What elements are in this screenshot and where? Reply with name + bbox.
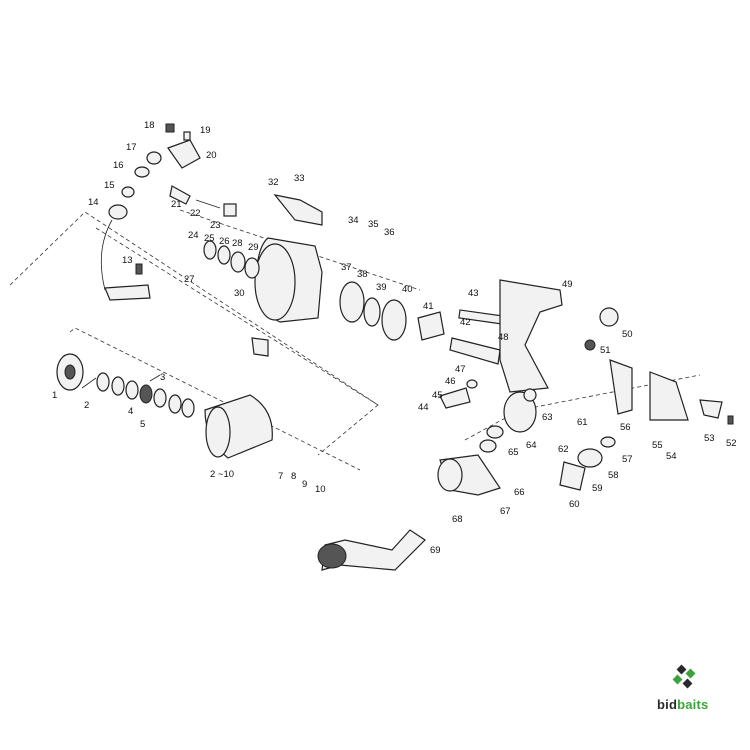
- label-5: 5: [140, 419, 145, 430]
- rotor-assembly: [203, 194, 323, 357]
- body-drive-assembly: [317, 279, 734, 571]
- label-26: 26: [219, 236, 230, 247]
- label-22: 22: [190, 208, 201, 219]
- label-60: 60: [569, 499, 580, 510]
- label-21: 21: [171, 199, 182, 210]
- part-labels: 1 2 3 4 5 2 ~10 7 8 9 10 13 14 15 16 17 …: [52, 120, 737, 556]
- label-69: 69: [430, 545, 441, 556]
- label-10: 10: [315, 484, 326, 495]
- label-2-10: 2 ~10: [210, 469, 234, 480]
- label-34: 34: [348, 215, 359, 226]
- label-32: 32: [268, 177, 279, 188]
- label-29: 29: [248, 242, 259, 253]
- label-44: 44: [418, 402, 429, 413]
- label-20: 20: [206, 150, 217, 161]
- label-57: 57: [622, 454, 633, 465]
- label-65: 65: [508, 447, 519, 458]
- bail-arm-assembly: [100, 123, 237, 301]
- label-2: 2: [84, 400, 89, 411]
- label-52: 52: [726, 438, 737, 449]
- label-18: 18: [144, 120, 155, 131]
- bidbaits-logo: [672, 664, 696, 689]
- label-41: 41: [423, 301, 434, 312]
- label-27: 27: [184, 274, 195, 285]
- assembly-guide-lines: [9, 209, 701, 471]
- logo-text-accent: baits: [677, 697, 709, 712]
- label-62: 62: [558, 444, 569, 455]
- label-23: 23: [210, 220, 221, 231]
- label-59: 59: [592, 483, 603, 494]
- label-14: 14: [88, 197, 99, 208]
- label-58: 58: [608, 470, 619, 481]
- label-56: 56: [620, 422, 631, 433]
- label-66: 66: [514, 487, 525, 498]
- label-37: 37: [341, 262, 352, 273]
- label-43: 43: [468, 288, 479, 299]
- label-30: 30: [234, 288, 245, 299]
- label-33: 33: [294, 173, 305, 184]
- label-61: 61: [577, 417, 588, 428]
- label-51: 51: [600, 345, 611, 356]
- label-3: 3: [160, 372, 165, 383]
- label-55: 55: [652, 440, 663, 451]
- label-45: 45: [432, 390, 443, 401]
- label-9: 9: [302, 479, 307, 490]
- label-28: 28: [232, 238, 243, 249]
- label-1: 1: [52, 390, 57, 401]
- label-54: 54: [666, 451, 677, 462]
- bidbaits-logo-text: bidbaits: [657, 697, 708, 712]
- label-35: 35: [368, 219, 379, 230]
- label-47: 47: [455, 364, 466, 375]
- label-49: 49: [562, 279, 573, 290]
- label-25: 25: [204, 233, 215, 244]
- label-50: 50: [622, 329, 633, 340]
- label-48: 48: [498, 332, 509, 343]
- label-53: 53: [704, 433, 715, 444]
- spool-drag-assembly: [56, 353, 273, 459]
- label-39: 39: [376, 282, 387, 293]
- label-17: 17: [126, 142, 137, 153]
- logo-text-main: bid: [657, 697, 678, 712]
- label-38: 38: [357, 269, 368, 280]
- label-4: 4: [128, 406, 133, 417]
- label-19: 19: [200, 125, 211, 136]
- label-16: 16: [113, 160, 124, 171]
- label-46: 46: [445, 376, 456, 387]
- label-63: 63: [542, 412, 553, 423]
- label-67: 67: [500, 506, 511, 517]
- bidbaits-logo-mark: [672, 664, 696, 689]
- label-36: 36: [384, 227, 395, 238]
- label-13: 13: [122, 255, 133, 266]
- label-7: 7: [278, 471, 283, 482]
- label-42: 42: [460, 317, 471, 328]
- label-8: 8: [291, 471, 296, 482]
- label-15: 15: [104, 180, 115, 191]
- label-40: 40: [402, 284, 413, 295]
- label-68: 68: [452, 514, 463, 525]
- label-24: 24: [188, 230, 199, 241]
- label-64: 64: [526, 440, 537, 451]
